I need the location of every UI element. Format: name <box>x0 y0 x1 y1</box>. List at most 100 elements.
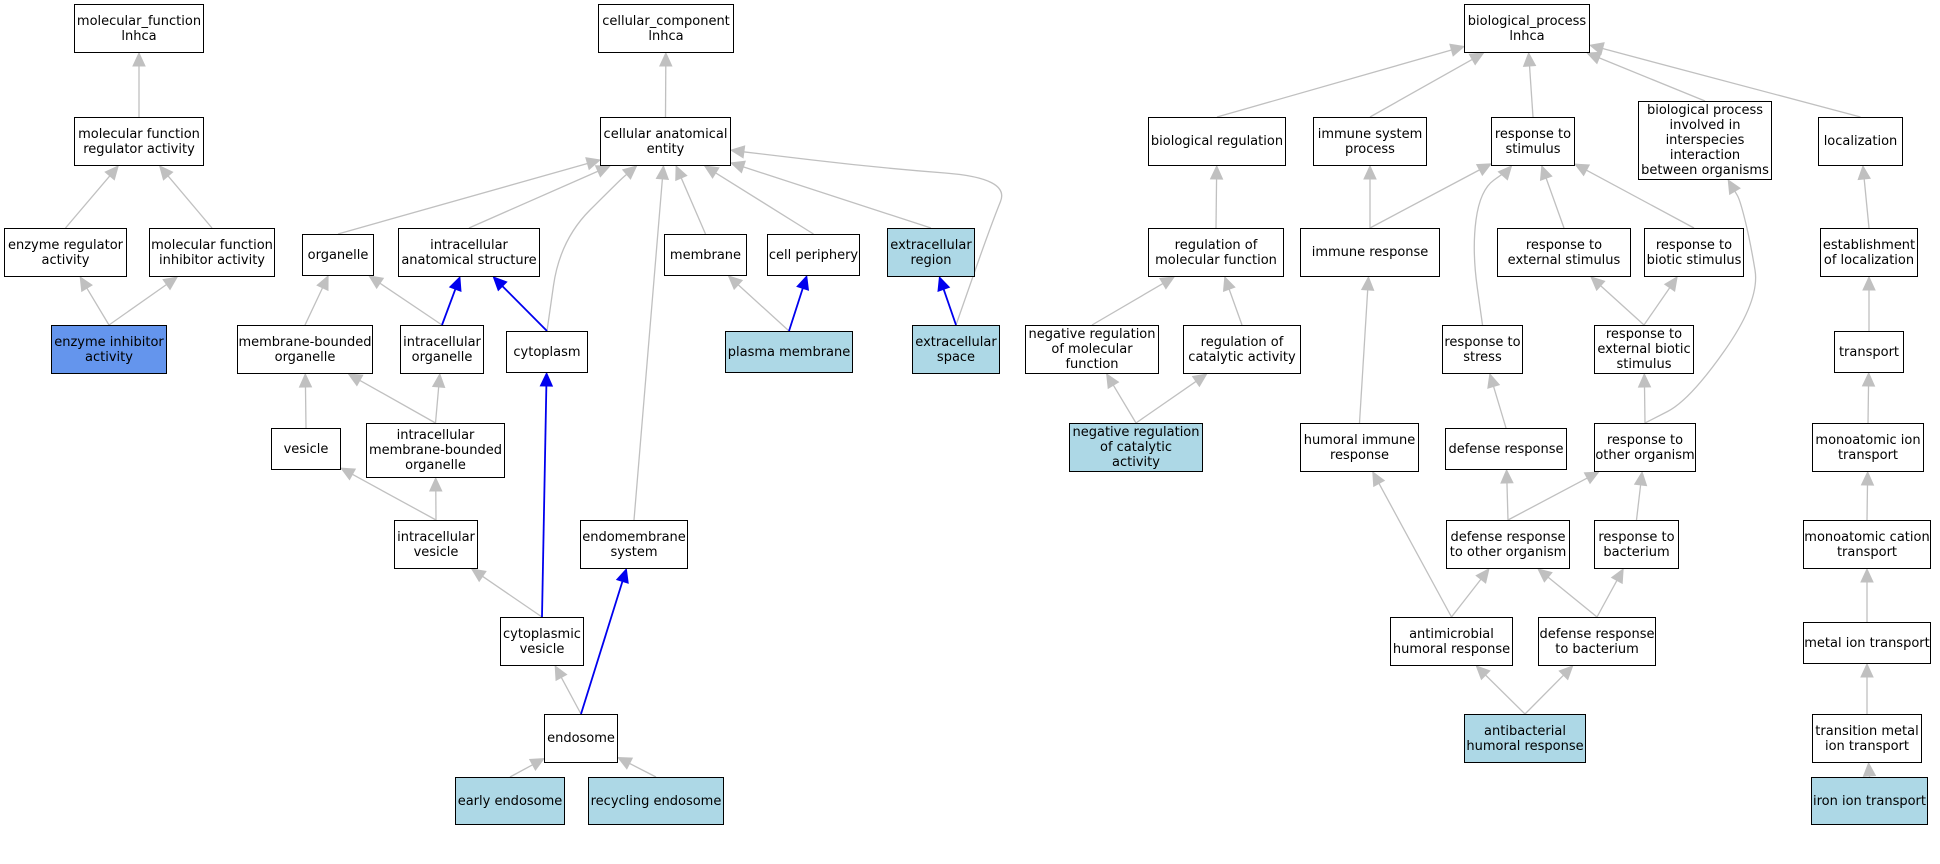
edge-arrowhead <box>1372 470 1386 488</box>
edge-arrowhead <box>796 274 810 291</box>
node-extra-region[interactable]: extracellular region <box>887 228 975 277</box>
node-imm-resp[interactable]: immune response <box>1300 228 1440 277</box>
node-resp-ext[interactable]: response to external stimulus <box>1497 228 1631 277</box>
edge-arrowhead <box>616 756 634 770</box>
edge-enz-inhib-to-enz-reg <box>86 287 110 326</box>
edge-intra-org-to-ias <box>441 288 457 326</box>
node-mono-cat[interactable]: monoatomic cation transport <box>1803 520 1931 569</box>
node-resp-stim[interactable]: response to stimulus <box>1491 117 1575 166</box>
node-def-other[interactable]: defense response to other organism <box>1446 520 1570 569</box>
edge-imbo-to-mbo <box>359 379 436 424</box>
node-resp-stress[interactable]: response to stress <box>1442 325 1523 374</box>
edge-extra-region-to-cae <box>743 166 932 229</box>
edge-arrowhead <box>347 373 364 387</box>
edge-resp-ext-bio-to-resp-biotic <box>1643 287 1671 326</box>
node-antibac[interactable]: antibacterial humoral response <box>1464 714 1586 763</box>
node-localization[interactable]: localization <box>1818 117 1903 166</box>
node-organelle[interactable]: organelle <box>302 234 374 276</box>
edge-arrowhead <box>937 275 951 292</box>
node-metal-ion[interactable]: metal ion transport <box>1803 622 1931 664</box>
node-hum-imm[interactable]: humoral immune response <box>1300 423 1419 472</box>
edge-arrowhead <box>1633 470 1648 487</box>
node-neg-reg-mf[interactable]: negative regulation of molecular functio… <box>1025 325 1159 374</box>
node-def-bact[interactable]: defense response to bacterium <box>1538 617 1656 666</box>
node-enz-inhib[interactable]: enzyme inhibitor activity <box>51 325 167 374</box>
node-recyc-endo[interactable]: recycling endosome <box>588 777 724 825</box>
edge-endomem-to-cae <box>633 178 664 521</box>
node-intra-org[interactable]: intracellular organelle <box>400 325 484 374</box>
node-reg-cat[interactable]: regulation of catalytic activity <box>1183 325 1301 374</box>
node-resp-ext-bio[interactable]: response to external biotic stimulus <box>1594 325 1694 374</box>
node-estab-loc[interactable]: establishment of localization <box>1820 228 1918 277</box>
node-resp-other[interactable]: response to other organism <box>1594 423 1696 472</box>
node-plasma-mem[interactable]: plasma membrane <box>725 331 853 373</box>
node-ias[interactable]: intracellular anatomical structure <box>398 228 540 277</box>
edge-arrowhead <box>1862 275 1876 291</box>
node-trans-metal[interactable]: transition metal ion transport <box>1812 714 1922 763</box>
edge-arrowhead <box>1159 276 1176 290</box>
node-endomem[interactable]: endomembrane system <box>580 520 688 569</box>
edge-arrowhead <box>1475 568 1490 584</box>
edge-arrowhead <box>539 371 554 387</box>
edge-arrowhead <box>298 372 313 388</box>
edge-arrowhead <box>1860 470 1875 486</box>
edge-resp-ext-to-resp-stim <box>1545 178 1565 229</box>
node-membrane[interactable]: membrane <box>664 234 747 276</box>
edge-cell-periph-to-cae <box>715 172 814 235</box>
edge-arrowhead <box>1586 51 1603 65</box>
edge-arrowhead <box>470 568 487 583</box>
edge-membrane-to-cae <box>680 177 707 235</box>
edge-reg-mf-to-bio-reg <box>1215 178 1218 229</box>
edge-ias-to-cae <box>468 170 599 229</box>
edge-arrowhead <box>729 160 746 174</box>
edge-arrowhead <box>1475 163 1493 177</box>
node-vesicle[interactable]: vesicle <box>271 428 341 470</box>
node-neg-reg-cat[interactable]: negative regulation of catalytic activit… <box>1069 423 1203 472</box>
edge-arrowhead <box>1539 164 1553 181</box>
node-resp-bact[interactable]: response to bacterium <box>1594 520 1679 569</box>
node-antimic[interactable]: antimicrobial humoral response <box>1390 617 1513 666</box>
node-cc-root[interactable]: cellular_component lnhca <box>598 4 734 53</box>
node-early-endo[interactable]: early endosome <box>455 777 565 825</box>
edge-antibac-to-def-bact <box>1524 674 1564 715</box>
edge-endosome-to-endomem <box>580 581 624 715</box>
node-imm-proc[interactable]: immune system process <box>1313 117 1427 166</box>
node-resp-biotic[interactable]: response to biotic stimulus <box>1644 228 1744 277</box>
node-cae[interactable]: cellular anatomical entity <box>600 117 731 166</box>
edge-arrowhead <box>316 274 329 292</box>
edge-arrowhead <box>655 164 670 181</box>
node-def-resp[interactable]: defense response <box>1445 428 1567 470</box>
node-mbo[interactable]: membrane-bounded organelle <box>237 325 373 374</box>
node-bp-inter[interactable]: biological process involved in interspec… <box>1638 101 1772 180</box>
edge-arrowhead <box>594 165 611 178</box>
edge-arrowhead <box>492 276 508 292</box>
node-reg-mf[interactable]: regulation of molecular function <box>1148 228 1284 277</box>
node-iron-ion[interactable]: iron ion transport <box>1811 777 1928 825</box>
node-bio-reg[interactable]: biological regulation <box>1148 117 1286 166</box>
node-cell-periph[interactable]: cell periphery <box>767 234 860 276</box>
edge-arrowhead <box>659 51 673 67</box>
node-bp-root[interactable]: biological_process lnhca <box>1464 4 1590 53</box>
edge-arrowhead <box>1861 371 1876 387</box>
edge-arrowhead <box>1663 276 1678 292</box>
node-mf-reg[interactable]: molecular function regulator activity <box>74 117 204 166</box>
edge-arrowhead <box>1588 42 1605 56</box>
edge-arrowhead <box>79 275 93 293</box>
node-intra-ves[interactable]: intracellular vesicle <box>394 520 478 569</box>
node-mf-root[interactable]: molecular_function lnhca <box>74 4 204 53</box>
node-extra-space[interactable]: extracellular space <box>912 325 1000 374</box>
node-enz-reg[interactable]: enzyme regulator activity <box>4 228 127 277</box>
edge-localization-to-bp-root <box>1602 47 1861 118</box>
edge-cyto-ves-to-cytoplasm <box>541 385 548 618</box>
node-mono-ion[interactable]: monoatomic ion transport <box>1812 423 1924 472</box>
edge-intra-org-to-organelle <box>379 282 443 326</box>
node-endosome[interactable]: endosome <box>544 714 618 763</box>
node-imbo[interactable]: intracellular membrane-bounded organelle <box>366 423 505 478</box>
node-transport[interactable]: transport <box>1834 331 1904 373</box>
node-cyto-ves[interactable]: cytoplasmic vesicle <box>500 617 584 666</box>
node-cytoplasm[interactable]: cytoplasm <box>506 331 588 373</box>
edge-arrowhead <box>1222 275 1236 292</box>
edge-recyc-endo-to-endosome <box>629 762 657 778</box>
edge-neg-reg-mf-to-reg-mf <box>1091 283 1164 326</box>
node-mf-inhib[interactable]: molecular function inhibitor activity <box>149 228 275 277</box>
